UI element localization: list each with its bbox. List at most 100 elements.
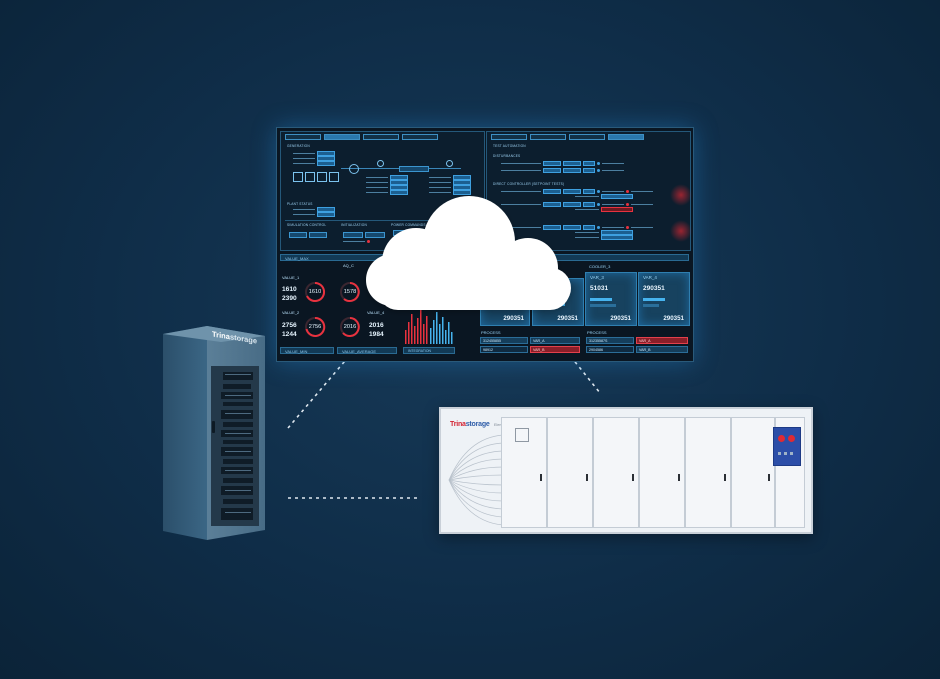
value4-label: VALUE_4 bbox=[367, 310, 385, 315]
init-button[interactable] bbox=[343, 232, 363, 238]
tab-4[interactable] bbox=[608, 134, 644, 140]
var-card-3: VAR_3 51031 290351 bbox=[585, 272, 637, 326]
meter-row bbox=[366, 180, 408, 185]
meter-icon bbox=[377, 160, 384, 167]
tab-2[interactable] bbox=[324, 134, 360, 140]
setpoint-row bbox=[501, 225, 653, 230]
meter-row bbox=[366, 185, 408, 190]
tab-3[interactable] bbox=[363, 134, 399, 140]
tab-2[interactable] bbox=[530, 134, 566, 140]
value4-c: 2016 bbox=[369, 322, 384, 329]
aq-label: AQ_C bbox=[343, 263, 354, 268]
inverter-group bbox=[293, 172, 339, 182]
container-brand: Trinastorage bbox=[450, 421, 490, 428]
container-door bbox=[685, 417, 731, 528]
process-cell: 98912 bbox=[480, 346, 528, 353]
value1-label: VALUE_1 bbox=[282, 275, 300, 280]
door-handle bbox=[768, 474, 770, 481]
meter-row bbox=[429, 175, 471, 180]
section-test-automation: TEST AUTOMATION bbox=[493, 144, 526, 148]
section-direct-controller: DIRECT CONTROLLER (SETPOINT TESTS) bbox=[493, 182, 565, 186]
setpoint-sub-row bbox=[575, 235, 633, 240]
card-foot: 290351 bbox=[610, 315, 631, 322]
card-foot: 290351 bbox=[663, 315, 684, 322]
meter-row bbox=[366, 175, 408, 180]
value2-label: VALUE_2 bbox=[282, 310, 300, 315]
init-row bbox=[343, 240, 370, 243]
container-door bbox=[731, 417, 775, 528]
section-simulation-control: SIMULATION CONTROL bbox=[287, 223, 327, 227]
panel-tabs bbox=[491, 134, 644, 140]
meter-row bbox=[429, 180, 471, 185]
container-door bbox=[501, 417, 547, 528]
var-card-4: VAR_4 290351 290351 bbox=[638, 272, 690, 326]
process-head: PROCESS bbox=[587, 330, 607, 335]
line-label bbox=[399, 166, 429, 172]
start-button[interactable] bbox=[289, 232, 307, 238]
card-value: 290351 bbox=[643, 285, 665, 292]
section-initialization: INITIALIZATION bbox=[341, 223, 367, 227]
gen-row bbox=[293, 151, 335, 156]
cloud-icon bbox=[366, 196, 571, 310]
battery-container-icon: Trinastorage Elementa bbox=[439, 407, 813, 534]
server-cabinet-icon bbox=[163, 326, 265, 540]
door-handle bbox=[724, 474, 726, 481]
process-cell: 312455855 bbox=[480, 337, 528, 344]
tab-4[interactable] bbox=[402, 134, 438, 140]
gauge1-text: 1610 bbox=[308, 289, 322, 295]
card-title: VAR_4 bbox=[643, 275, 657, 280]
value1-a: 1610 bbox=[282, 286, 297, 293]
card-title: VAR_3 bbox=[590, 275, 604, 280]
section-plant-status: PLANT STATUS bbox=[287, 202, 313, 206]
tab-1[interactable] bbox=[491, 134, 527, 140]
section-disturbances: DISTURBANCES bbox=[493, 154, 521, 158]
histogram-chart bbox=[405, 310, 453, 344]
process-cell: VAR_B bbox=[530, 346, 580, 353]
card-foot: 290351 bbox=[557, 315, 578, 322]
section-generation: GENERATION bbox=[287, 144, 310, 148]
process-head: PROCESS bbox=[481, 330, 501, 335]
stop-button[interactable] bbox=[309, 232, 327, 238]
meter-icon bbox=[446, 160, 453, 167]
divider bbox=[285, 220, 480, 221]
meter-row bbox=[366, 190, 408, 195]
container-door bbox=[639, 417, 685, 528]
inverter-icon bbox=[293, 172, 303, 182]
gauge3-text: 2756 bbox=[308, 324, 322, 330]
value1-b: 2390 bbox=[282, 295, 297, 302]
emergency-button[interactable] bbox=[788, 435, 795, 442]
container-door bbox=[593, 417, 639, 528]
disturbance-row bbox=[501, 168, 624, 173]
container-door bbox=[547, 417, 593, 528]
control-panel bbox=[773, 427, 801, 466]
disturbance-row bbox=[501, 161, 624, 166]
process-cell: VAR_B bbox=[636, 346, 688, 353]
gen-row bbox=[293, 156, 335, 161]
alert-glow bbox=[670, 220, 692, 242]
section-power-commands: POWER COMMANDS bbox=[391, 223, 426, 227]
gauge-icon bbox=[305, 316, 326, 337]
emergency-button[interactable] bbox=[778, 435, 785, 442]
gauge-icon bbox=[340, 317, 360, 337]
value-average-bar: VALUE_AVERAGE bbox=[337, 347, 397, 354]
process-cell: VAR_A bbox=[636, 337, 688, 344]
card-value: 51031 bbox=[590, 285, 609, 292]
door-handle bbox=[632, 474, 634, 481]
gauge-icon bbox=[305, 281, 326, 302]
tab-3[interactable] bbox=[569, 134, 605, 140]
status-row bbox=[293, 207, 335, 212]
load-button[interactable] bbox=[365, 232, 385, 238]
tab-1[interactable] bbox=[285, 134, 321, 140]
inverter-icon bbox=[329, 172, 339, 182]
value2-a: 2756 bbox=[282, 322, 297, 329]
inverter-icon bbox=[317, 172, 327, 182]
integration-bar: INTEGRATION bbox=[403, 347, 455, 354]
process-cell: 31235587S bbox=[586, 337, 634, 344]
value2-b: 1244 bbox=[282, 331, 297, 338]
gauge2-text: 1578 bbox=[343, 289, 357, 295]
status-row bbox=[293, 212, 335, 217]
process-cell: 2904586 bbox=[586, 346, 634, 353]
setpoint-row bbox=[501, 189, 653, 194]
process-cell: VAR_A bbox=[530, 337, 580, 344]
setpoint-sub-row bbox=[575, 230, 633, 235]
